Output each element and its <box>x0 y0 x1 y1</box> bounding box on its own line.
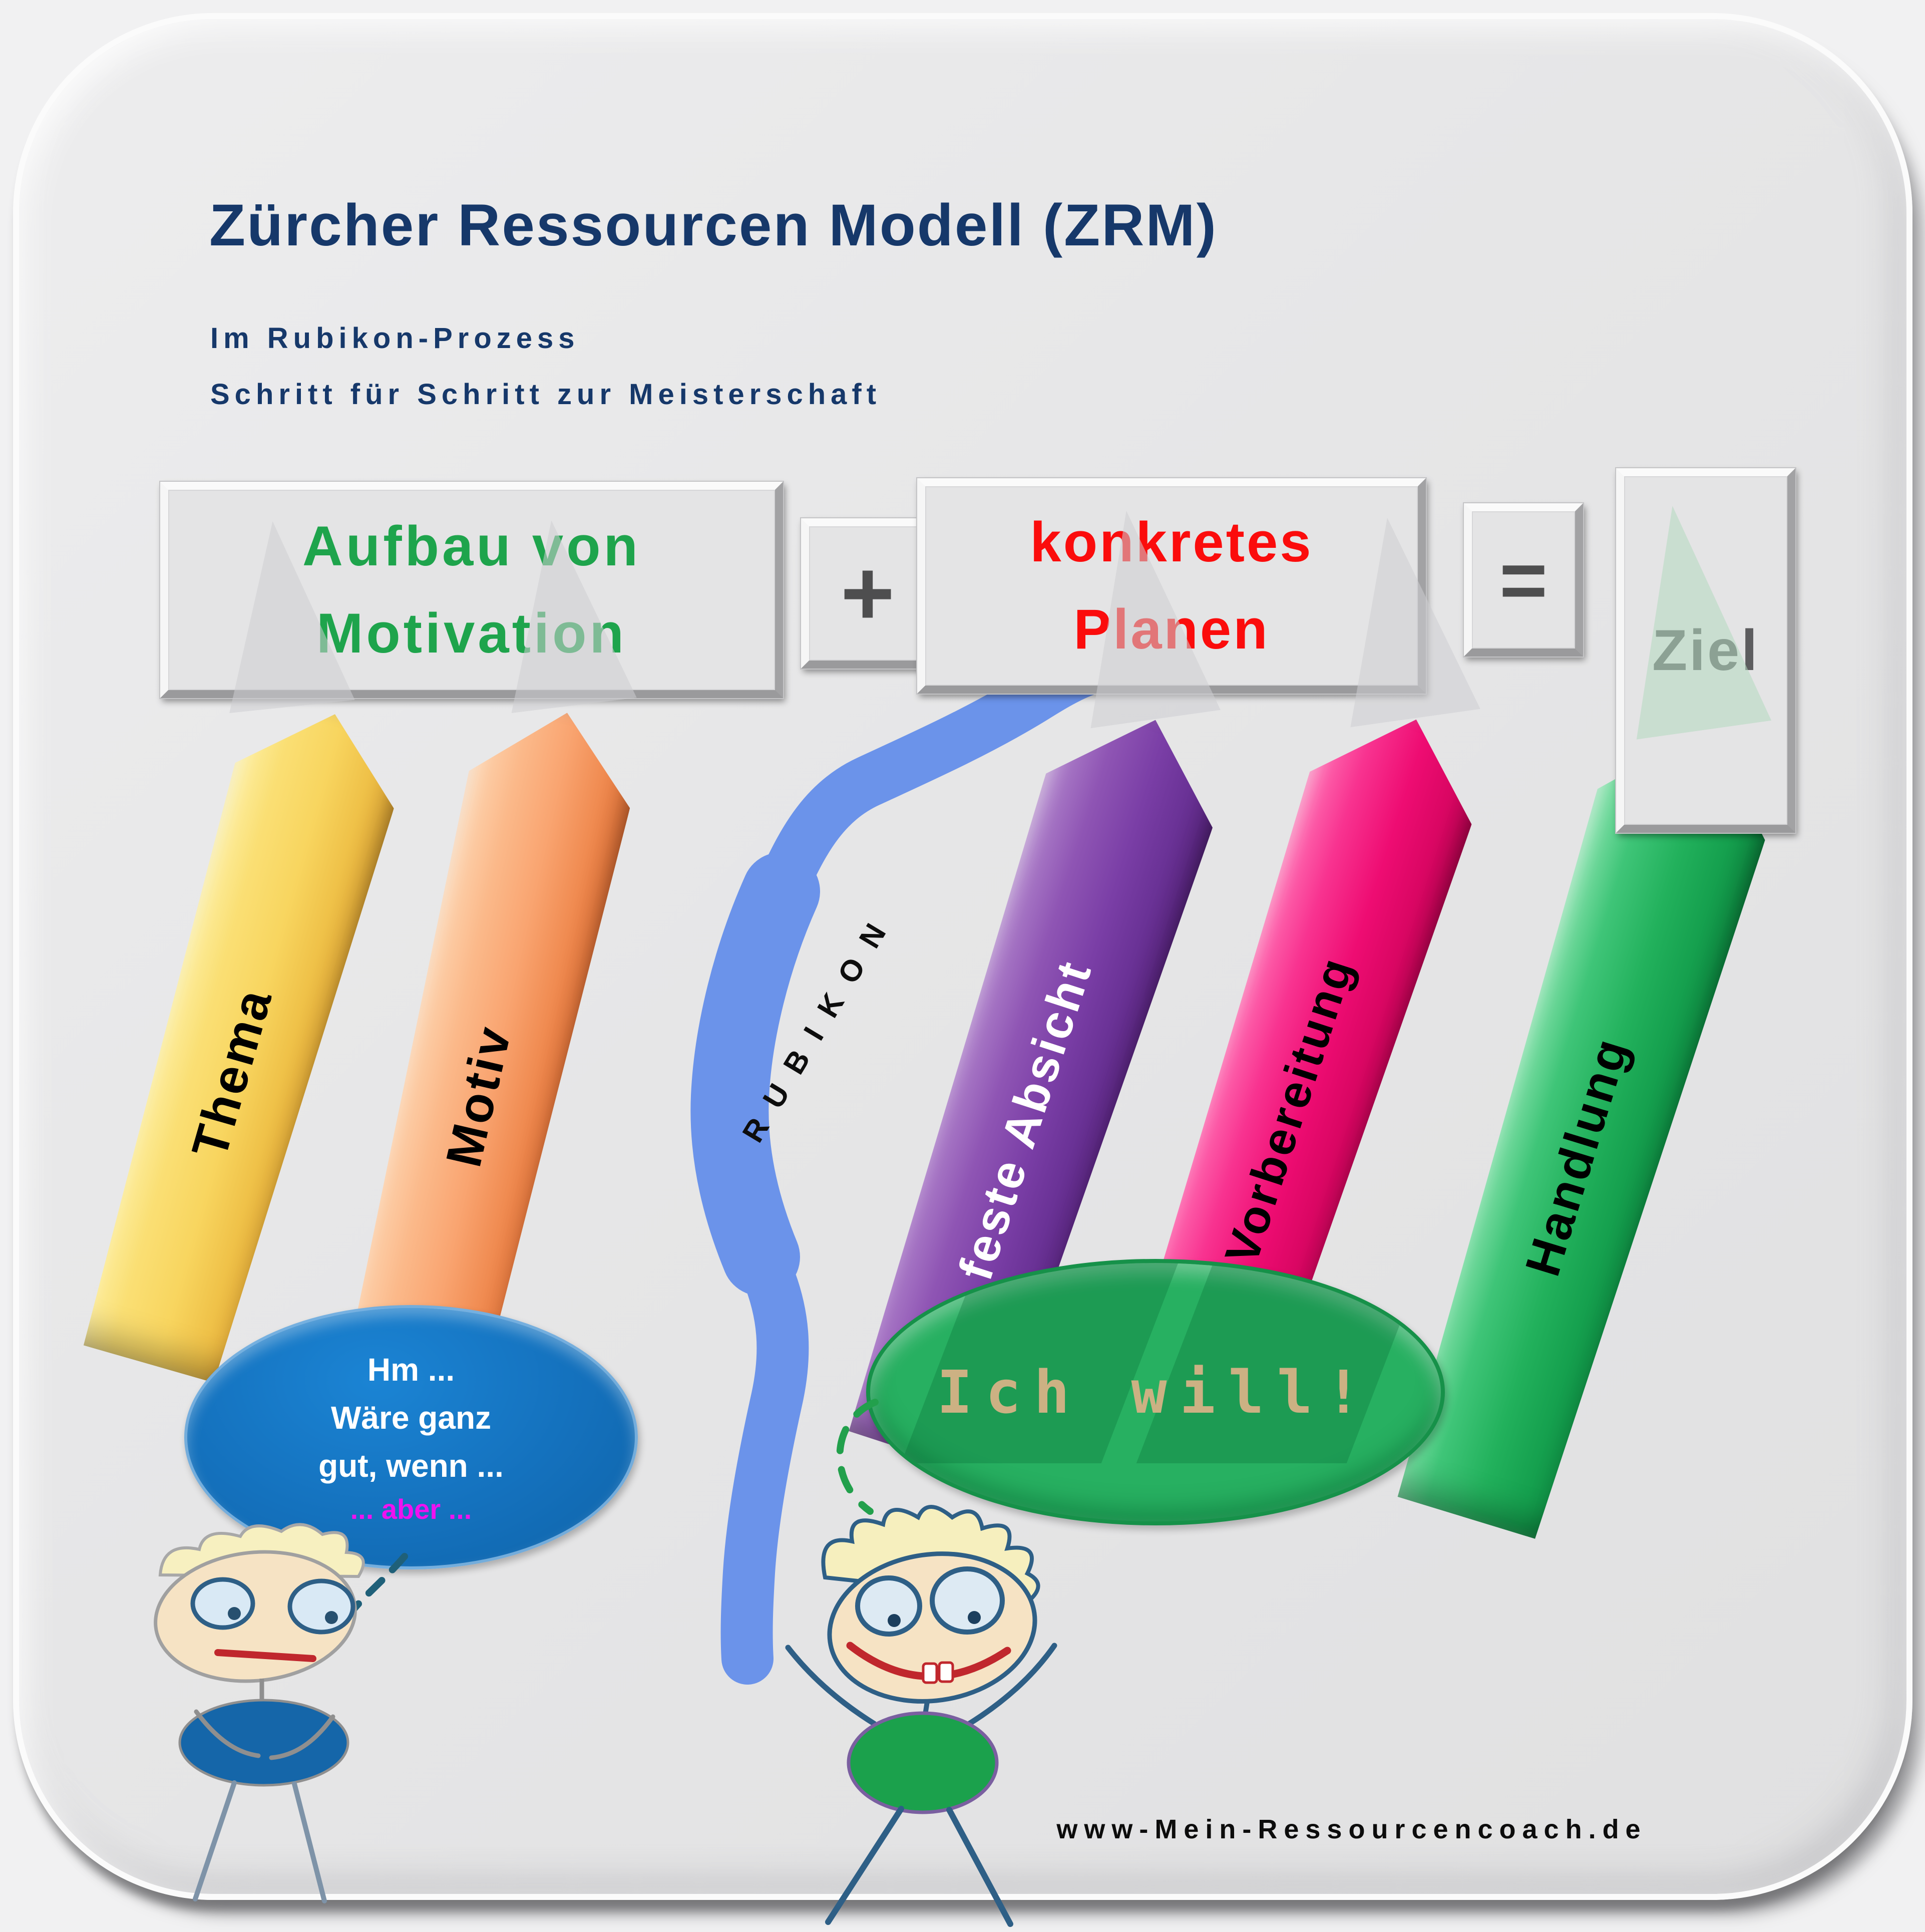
plus-box: + <box>800 517 935 670</box>
subtitle-line-2: Schritt für Schritt zur Meisterschaft <box>210 378 882 411</box>
bar-motiv-label: Motiv <box>435 1020 522 1172</box>
equals-box: = <box>1463 502 1584 658</box>
bubble-line-1: Hm ... <box>367 1351 455 1388</box>
equals-sign: = <box>1499 533 1548 626</box>
motivation-line-1: Aufbau von <box>302 515 641 578</box>
plus-sign: + <box>840 541 895 645</box>
bubble-line-2: Wäre ganz <box>330 1399 492 1436</box>
page-title: Zürcher Ressourcen Modell (ZRM) <box>209 192 1218 258</box>
bubble-aber-line: ... aber ... <box>350 1493 472 1525</box>
doubt-speech-bubble: Hm ... Wäre ganz gut, wenn ... ... aber … <box>184 1305 638 1569</box>
bar-thema-label: Thema <box>181 981 283 1164</box>
ich-will-ellipse: Ich will! <box>866 1259 1445 1525</box>
ich-will-label: Ich will! <box>937 1358 1374 1427</box>
subtitle-line-1: Im Rubikon-Prozess <box>210 322 580 355</box>
bubble-line-3: gut, wenn ... <box>318 1447 504 1484</box>
planning-line-1: konkretes <box>1030 511 1313 574</box>
website-url: www-Mein-Ressourcencoach.de <box>1056 1814 1647 1844</box>
